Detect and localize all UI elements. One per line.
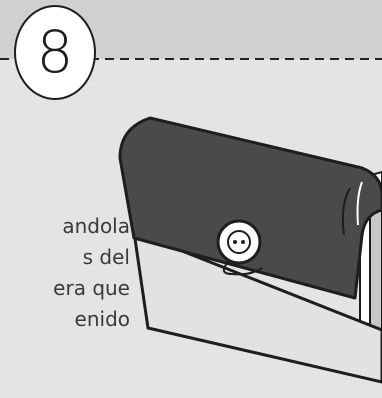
button-hole	[241, 240, 245, 244]
dashed-divider	[0, 58, 382, 60]
step-badge: 8	[14, 5, 96, 100]
instruction-line: andola	[62, 214, 130, 238]
button-string	[222, 261, 263, 276]
button-hole	[233, 240, 237, 244]
instruction-line: enido	[74, 307, 130, 331]
button-icon	[216, 219, 263, 276]
instruction-line: era que	[53, 276, 130, 300]
flap-fold-line	[341, 187, 351, 236]
step-number: 8	[36, 18, 74, 86]
envelope-body	[132, 230, 382, 384]
envelope-flap	[118, 116, 382, 300]
instruction-text: andola s del era que enido	[0, 214, 130, 344]
button-inner	[227, 230, 251, 254]
instruction-line: s del	[82, 245, 130, 269]
flap-fold-line	[356, 181, 363, 226]
